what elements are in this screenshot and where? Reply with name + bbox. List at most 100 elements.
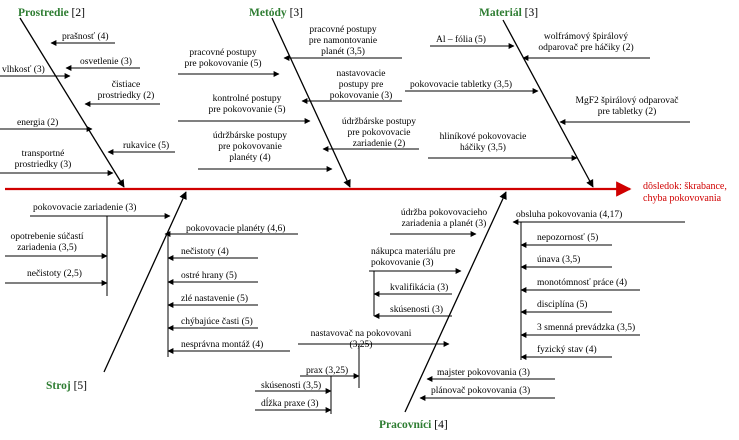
cause-transport-line-1: transportné xyxy=(21,149,65,159)
cause-nast-line-2: postupy pre xyxy=(338,79,384,90)
category-material-count: [3] xyxy=(524,7,539,19)
cause-necistoty: nečistoty (4) xyxy=(181,247,229,257)
cause-kvalifikacia: kvalifikácia (3) xyxy=(390,283,449,293)
cause-wolframovy-odparovac: wolfrámový špirálový odparovač pre háčik… xyxy=(526,32,646,54)
cause-osvetlenie: osvetlenie (3) xyxy=(80,57,132,67)
cause-hlin-line-1: hliníkové pokovovacie xyxy=(439,132,527,142)
cause-mgf-line-1: MgF2 špirálový odparovač xyxy=(575,96,679,106)
cause-skusenosti-right: skúsenosti (3) xyxy=(390,305,444,315)
cause-dlzka-praxe: dĺžka praxe (3) xyxy=(261,399,319,409)
cause-udrz-pl-line-3: planéty (4) xyxy=(229,152,271,163)
cause-prac-post-line-2: pre pokovovanie (5) xyxy=(184,58,262,69)
cause-hlinikove-haciky: hliníkové pokovovacie háčiky (3,5) xyxy=(430,132,536,154)
category-prostredie: Prostredie [2] xyxy=(18,7,85,19)
cause-disciplina: disciplína (5) xyxy=(537,300,588,310)
bone-pracovnici xyxy=(404,191,507,413)
cause-planovac-pokovovania: plánovač pokovovania (3) xyxy=(431,386,531,396)
cause-unava: únava (3,5) xyxy=(537,255,581,265)
consequence-line-2: chyba pokovovania xyxy=(643,192,722,204)
consequence-label: dôsledok: škrabance, chyba pokovovania xyxy=(643,181,727,204)
cause-cistiace-prostriedky: čistiace prostriedky (2) xyxy=(91,80,161,102)
cause-nast-line-3: pokovovanie (3) xyxy=(329,90,393,101)
cause-prax: prax (3,25) xyxy=(306,366,349,376)
cause-udrz-zar-line-3: zariadenie (2) xyxy=(352,138,406,149)
cause-nastavovac-line-1: nastavovač na pokovovani xyxy=(310,329,412,339)
cause-nam-line-3: planét (3,5) xyxy=(321,46,365,57)
cause-pokovovacie-zariadenie: pokovovacie zariadenie (3) xyxy=(33,203,137,213)
cause-kontr-line-1: kontrolné postupy xyxy=(212,94,282,104)
cause-nastavovac-line-2: (3,25) xyxy=(349,339,373,350)
bone-metody xyxy=(271,17,351,188)
cause-udrzba-zariadenia: údržba pokovovacieho zariadenia a planét… xyxy=(388,208,500,230)
cause-nast-line-1: nastavovacie xyxy=(336,69,386,79)
cause-skusenosti-bottom: skúsenosti (3,5) xyxy=(261,381,322,391)
category-stroj-count: [5] xyxy=(73,380,87,392)
cause-pokovovacie-tabletky: pokovovacie tabletky (3,5) xyxy=(410,80,513,90)
cause-kontrolne-postupy: kontrolné postupy pre pokovovanie (5) xyxy=(197,94,297,116)
cause-udrzba-line-1: údržba pokovovacieho xyxy=(400,208,488,218)
category-prostredie-name: Prostredie xyxy=(18,7,69,19)
cause-fyzicky-stav: fyzický stav (4) xyxy=(537,345,597,355)
cause-udrz-zar-line-1: údržbárske postupy xyxy=(341,117,417,127)
cause-wolf-line-1: wolfrámový špirálový xyxy=(543,32,629,42)
cause-opotrebenie-sucasti: opotrebenie súčastí zariadenia (3,5) xyxy=(5,232,89,254)
cause-udrzba-line-2: zariadenia a planét (3) xyxy=(401,218,487,229)
cause-transport-line-2: prostriedky (3) xyxy=(14,159,72,170)
cause-pokovovacie-planety: pokovovacie planéty (4,6) xyxy=(186,224,286,234)
cause-necistoty-left: nečistoty (2,5) xyxy=(27,269,82,279)
cause-energia: energia (2) xyxy=(17,118,59,128)
cause-obsluha-pokovovania: obsluha pokovovania (4,17) xyxy=(516,210,623,220)
category-material: Materiál [3] xyxy=(479,7,538,19)
cause-nam-line-2: pre namontovanie xyxy=(308,35,378,46)
bone-prostredie xyxy=(19,17,125,188)
cause-chybajuce-casti: chýbajúce časti (5) xyxy=(181,317,253,327)
cause-udrz-pl-line-1: údržbárske postupy xyxy=(212,131,288,141)
category-metody: Metódy [3] xyxy=(249,7,303,19)
cause-kontr-line-2: pre pokovovanie (5) xyxy=(208,104,286,115)
cause-opot-line-2: zariadenia (3,5) xyxy=(17,242,77,253)
category-pracovnici: Pracovníci [4] xyxy=(379,419,448,431)
cause-nam-line-1: pracovné postupy xyxy=(309,25,377,35)
cause-vlhkost: vlhkosť (3) xyxy=(2,65,45,75)
cause-pracovne-postupy-pokovovanie: pracovné postupy pre pokovovanie (5) xyxy=(178,48,268,70)
cause-nastavovacie-postupy: nastavovacie postupy pre pokovovanie (3) xyxy=(318,69,404,102)
category-stroj-name: Stroj xyxy=(46,380,71,392)
cause-nakup-line-1: nákupca materiálu pre xyxy=(371,247,456,257)
cause-nastavovac: nastavovač na pokovovani (3,25) xyxy=(299,329,423,351)
cause-nakupca-materialu: nákupca materiálu pre pokovovanie (3) xyxy=(371,247,455,269)
cause-udrzbarske-postupy-zariadenie: údržbárske postupy pre pokovovacie zaria… xyxy=(334,117,424,150)
cause-rukavice: rukavice (5) xyxy=(123,141,170,151)
category-pracovnici-name: Pracovníci xyxy=(379,419,432,431)
category-stroj: Stroj [5] xyxy=(46,380,87,392)
cause-pracovne-postupy-namontovanie: pracovné postupy pre namontovanie planét… xyxy=(298,25,388,58)
category-pracovnici-count: [4] xyxy=(434,419,448,431)
cause-transportne-prostriedky: transportné prostriedky (3) xyxy=(8,149,78,171)
cause-3-smenna-prevadzka: 3 smenná prevádzka (3,5) xyxy=(537,323,636,333)
cause-opot-line-1: opotrebenie súčastí xyxy=(10,232,84,242)
cause-mgf2-odparovac: MgF2 špirálový odparovač pre tabletky (2… xyxy=(566,96,688,118)
cause-prac-post-line-1: pracovné postupy xyxy=(189,48,257,58)
cause-ostre-hrany: ostré hrany (5) xyxy=(181,271,237,281)
cause-nespravna-montaz: nesprávna montáž (4) xyxy=(181,340,264,350)
cause-majster-pokovovania: majster pokovovania (3) xyxy=(437,368,530,378)
cause-udrz-pl-line-2: pre pokovovanie xyxy=(218,141,282,152)
cause-hlin-line-2: háčiky (3,5) xyxy=(460,142,506,153)
cause-udrz-zar-line-2: pre pokovovacie xyxy=(347,127,411,138)
category-metody-count: [3] xyxy=(289,7,303,19)
cause-mgf-line-2: pre tabletky (2) xyxy=(597,106,657,117)
cause-al-folia: Al – fólia (5) xyxy=(436,35,486,45)
cause-monotomnost-prace: monotómnosť práce (4) xyxy=(537,278,628,288)
cause-nepozornost: nepozornosť (5) xyxy=(537,233,599,243)
category-metody-name: Metódy xyxy=(249,7,287,19)
cause-cistiace-line-2: prostriedky (2) xyxy=(97,90,155,101)
category-material-name: Materiál xyxy=(479,7,522,19)
consequence-line-1: dôsledok: škrabance, xyxy=(643,181,727,192)
cause-udrzbarske-postupy-planety: údržbárske postupy pre pokovovanie plané… xyxy=(205,131,295,164)
cause-nakup-line-2: pokovovanie (3) xyxy=(371,257,434,268)
bone-material xyxy=(502,19,594,188)
cause-zle-nastavenie: zlé nastavenie (5) xyxy=(181,294,248,304)
bone-stroj xyxy=(103,191,187,373)
cause-prasnost: prašnosť (4) xyxy=(62,32,109,42)
category-prostredie-count: [2] xyxy=(71,7,85,19)
